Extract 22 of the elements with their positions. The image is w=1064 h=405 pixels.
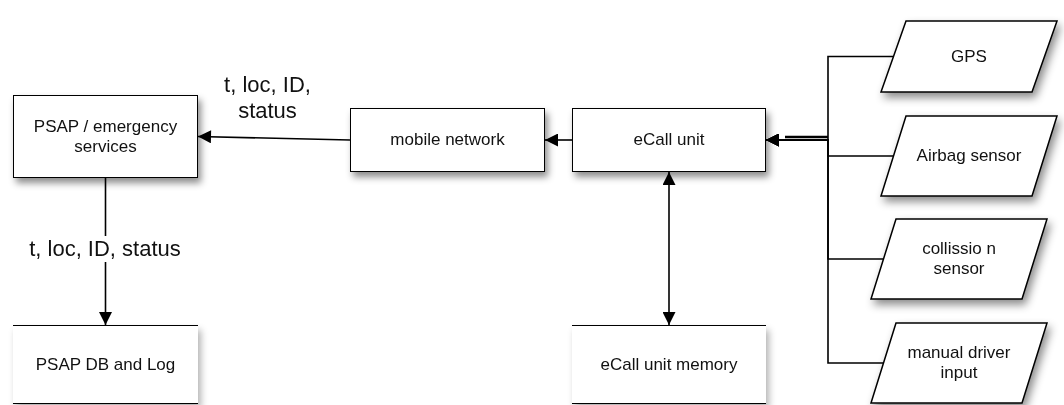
process-box (13, 95, 198, 178)
process-box (350, 108, 545, 172)
node-label: PSAP / emergency services (32, 116, 179, 157)
node-label: PSAP DB and Log (35, 354, 176, 375)
input-parallelogram (870, 218, 1048, 300)
input-parallelogram (880, 20, 1058, 93)
node-label: eCall unit (633, 130, 705, 150)
input-parallelogram (880, 115, 1058, 197)
arrow (197, 130, 351, 144)
process-box (572, 108, 766, 172)
node-label: collissio n sensor (921, 239, 997, 279)
node-label: manual driver input (906, 343, 1012, 383)
arrow (544, 133, 573, 147)
arrow (662, 171, 676, 326)
node-label: mobile network (390, 130, 505, 150)
node-label: GPS (951, 46, 987, 67)
input-parallelogram (870, 322, 1048, 404)
data-store (572, 325, 766, 404)
node-label: Airbag sensor (916, 146, 1022, 166)
data-store (13, 325, 198, 404)
arrow (765, 133, 884, 364)
node-label: eCall unit memory (600, 354, 738, 375)
